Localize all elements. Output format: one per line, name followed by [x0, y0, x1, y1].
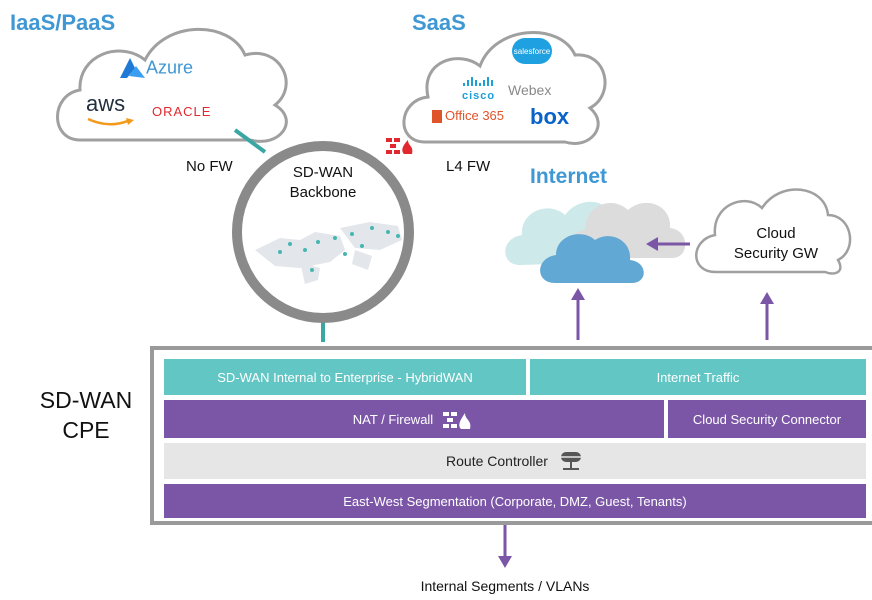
cloud-security-line2: Security GW	[733, 245, 819, 262]
cisco-label: cisco	[462, 90, 496, 102]
saas-cloud	[402, 31, 607, 145]
oracle-logo: ORACLE	[152, 104, 212, 119]
backbone-ring	[232, 141, 414, 323]
nat-firewall-icon	[443, 412, 471, 429]
nat-firewall-label: NAT / Firewall	[352, 411, 434, 427]
azure-logo: Azure	[118, 56, 193, 80]
aws-smile-icon	[87, 117, 134, 126]
cloud-security-label: Cloud Security GW	[716, 224, 836, 264]
saas-title: SaaS	[412, 10, 466, 35]
router-icon	[560, 452, 581, 470]
aws-logo: aws	[86, 91, 136, 132]
internet-clouds	[505, 201, 686, 283]
firewall-icon	[386, 138, 413, 154]
azure-icon	[120, 58, 145, 78]
box-logo: box	[530, 104, 570, 129]
backbone-label-line2: Backbone	[289, 184, 357, 201]
cpe-label: SD-WAN CPE	[30, 385, 142, 445]
office365-logo: Office 365	[432, 108, 505, 124]
arrows	[498, 237, 774, 568]
salesforce-logo: salesforce	[512, 38, 552, 64]
route-controller-bar: Route Controller	[164, 443, 866, 479]
cisco-logo: cisco	[462, 74, 496, 102]
internal-segments-label: Internal Segments / VLANs	[420, 578, 590, 594]
iaas-fw-label: No FW	[186, 158, 233, 175]
route-controller-label: Route Controller	[446, 453, 548, 469]
iaas-cloud	[56, 27, 288, 143]
nat-firewall-bar: NAT / Firewall	[164, 400, 664, 438]
iaas-connector	[233, 128, 267, 154]
cpe-label-line1: SD-WAN	[39, 387, 133, 413]
internal-hybridwan-bar: SD-WAN Internal to Enterprise - HybridWA…	[164, 359, 526, 395]
saas-fw-label: L4 FW	[446, 158, 491, 175]
aws-label: aws	[86, 91, 126, 116]
internet-traffic-bar: Internet Traffic	[530, 359, 866, 395]
backbone-label-line1: SD-WAN	[292, 164, 354, 181]
backbone-label: SD-WAN Backbone	[273, 163, 373, 203]
segmentation-bar: East-West Segmentation (Corporate, DMZ, …	[164, 484, 866, 518]
internet-title: Internet	[530, 165, 608, 188]
cloud-security-line1: Cloud	[756, 225, 796, 242]
cisco-bars-icon	[463, 77, 493, 86]
world-map	[255, 222, 402, 284]
cloud-security-cloud	[695, 188, 852, 275]
office365-label: Office 365	[445, 108, 505, 123]
cloud-security-connector-bar: Cloud Security Connector	[668, 400, 866, 438]
office-icon	[432, 110, 442, 124]
world-map-nodes	[278, 226, 400, 272]
webex-label: Webex	[508, 82, 552, 98]
cpe-label-line2: CPE	[62, 417, 110, 443]
azure-label: Azure	[146, 57, 194, 78]
iaas-title: IaaS/PaaS	[10, 10, 116, 35]
